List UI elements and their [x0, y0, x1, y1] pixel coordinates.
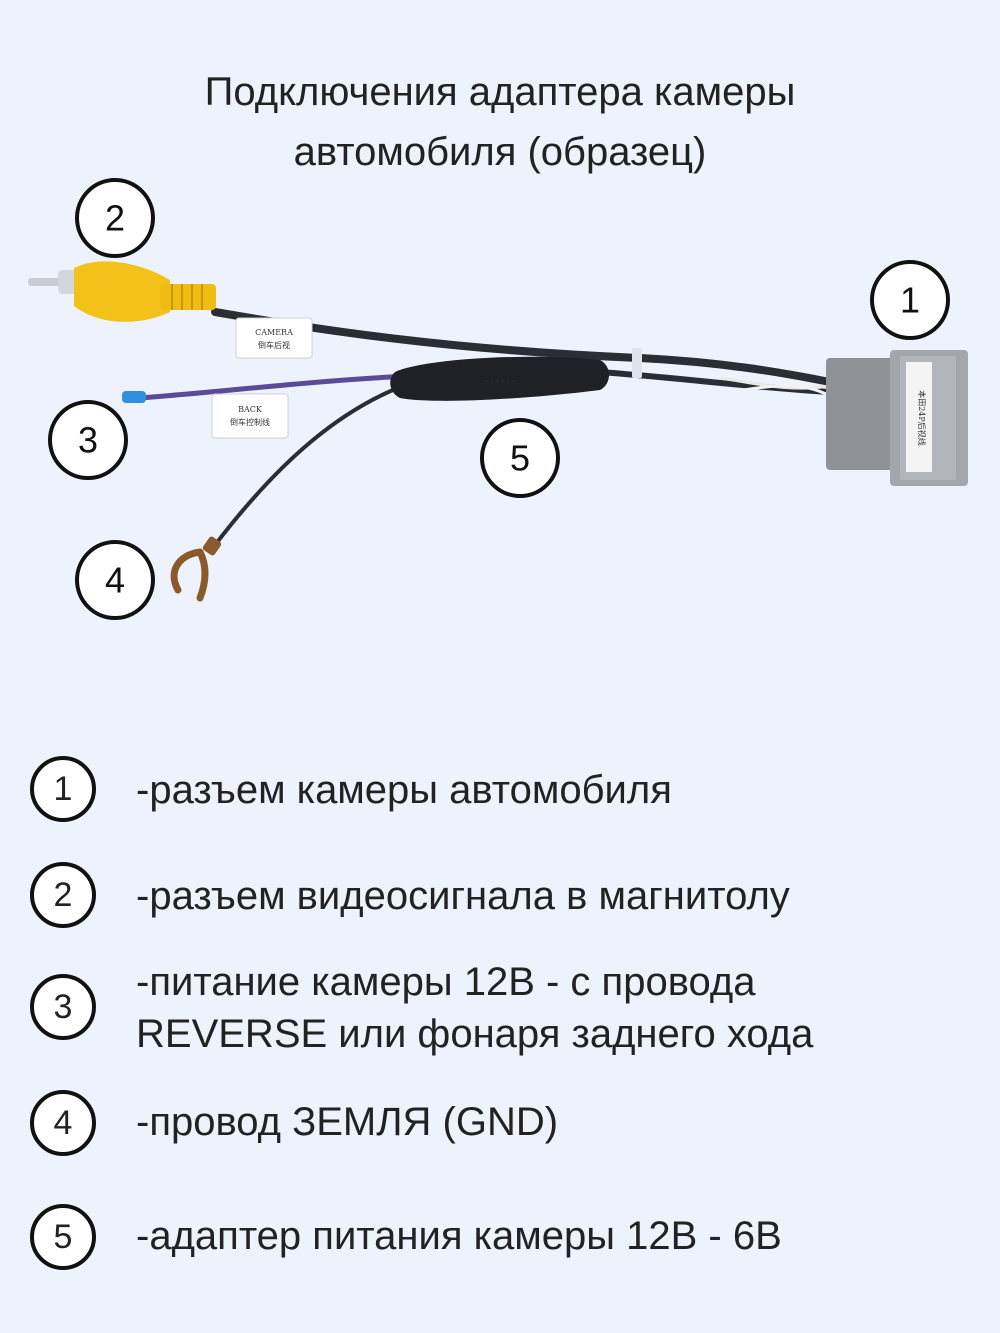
legend-badge-4: 4 [30, 1090, 96, 1156]
marker-5: 5 [482, 420, 558, 496]
marker-4: 4 [77, 542, 153, 618]
legend-3-line-1: -питание камеры 12В - с провода [136, 956, 976, 1008]
legend-2-line-1: -разъем видеосигнала в магнитолу [136, 870, 976, 922]
legend-badge-2: 2 [30, 862, 96, 928]
marker-2: 2 [77, 180, 153, 256]
legend-badge-5: 5 [30, 1204, 96, 1270]
camera-tag-cn: 倒车后视 [258, 340, 290, 350]
legend-text-3: -питание камеры 12В - с провода REVERSE … [136, 956, 976, 1060]
legend-badge-3: 3 [30, 974, 96, 1040]
svg-text:3: 3 [78, 420, 98, 461]
legend-text-1: -разъем камеры автомобиля [136, 764, 976, 816]
legend-1-line-1: -разъем камеры автомобиля [136, 764, 976, 816]
marker-3: 3 [50, 402, 126, 478]
svg-text:2: 2 [105, 198, 125, 239]
car-connector: 本田24P后视线 [826, 350, 968, 486]
cable-diagram: · · · · · · CAMERA 倒车后视 BACK 倒车控制线 [0, 0, 1000, 700]
back-tag-cn: 倒车控制线 [230, 417, 270, 427]
ground-lug [174, 535, 222, 598]
legend-4-line-1: -провод ЗЕМЛЯ (GND) [136, 1096, 976, 1148]
back-tag-text: BACK [238, 405, 263, 414]
camera-tag: CAMERA 倒车后视 [236, 318, 312, 358]
legend-text-2: -разъем видеосигнала в магнитолу [136, 870, 976, 922]
legend-5-line-1: -адаптер питания камеры 12В - 6В [136, 1210, 976, 1262]
blue-tip [122, 391, 146, 403]
svg-text:4: 4 [105, 560, 125, 601]
back-tag: BACK 倒车控制线 [212, 394, 288, 438]
legend-badge-1: 1 [30, 756, 96, 822]
marker-1: 1 [872, 262, 948, 338]
legend-text-4: -провод ЗЕМЛЯ (GND) [136, 1096, 976, 1148]
cable-tie [632, 348, 642, 378]
power-adapter: · · · · · · [390, 357, 609, 401]
connector-tag-text: 本田24P后视线 [917, 390, 927, 446]
svg-text:· · · · · ·: · · · · · · [484, 377, 516, 387]
svg-text:1: 1 [900, 280, 920, 321]
legend-3-line-2: REVERSE или фонаря заднего хода [136, 1008, 976, 1060]
legend-text-5: -адаптер питания камеры 12В - 6В [136, 1210, 976, 1262]
svg-text:5: 5 [510, 438, 530, 479]
rca-connector [28, 261, 216, 322]
camera-tag-text: CAMERA [255, 328, 293, 337]
